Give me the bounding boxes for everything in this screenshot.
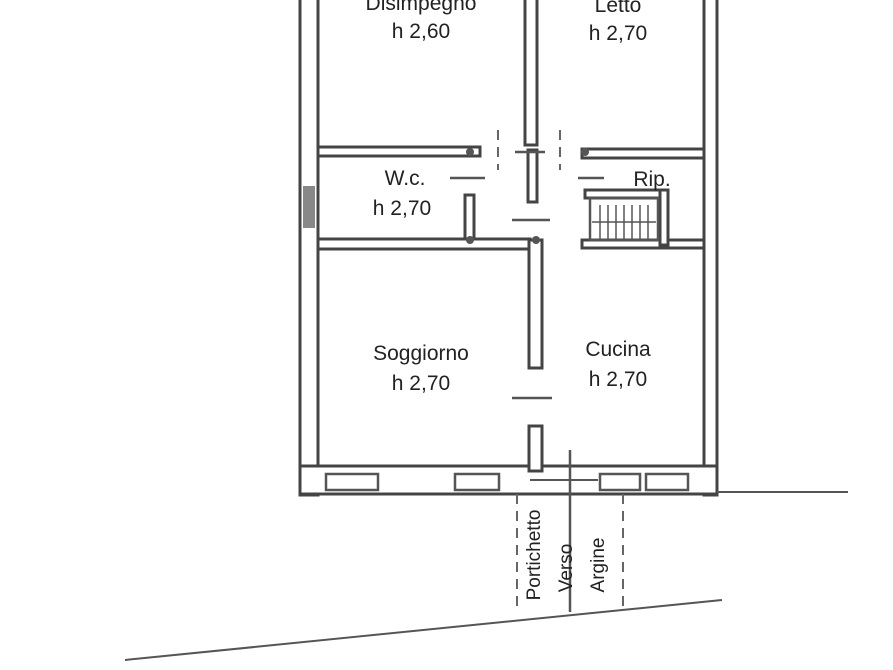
- bottom-windows: [324, 472, 690, 492]
- interior-walls: [316, 0, 706, 473]
- wall-center-middle: [527, 238, 544, 370]
- wall-soggiorno-top: [316, 237, 532, 251]
- door-knob-2: [581, 148, 589, 156]
- outer-wall-left: [298, 0, 320, 497]
- room-name: Cucina: [585, 338, 651, 361]
- window-soggiorno-1: [324, 472, 380, 492]
- direction-label-argine: Argine: [588, 538, 609, 593]
- room-height: h 2,70: [392, 372, 450, 395]
- direction-label-verso: Verso: [556, 544, 577, 593]
- window-soggiorno-2: [453, 472, 501, 492]
- room-rip: Rip.: [633, 168, 670, 191]
- room-height: h 2,70: [589, 22, 647, 45]
- room-name: W.c.: [385, 167, 426, 190]
- wall-rip-right: [658, 188, 670, 247]
- room-height: h 2,70: [373, 197, 431, 220]
- room-name: Disimpegno: [366, 0, 477, 15]
- wall-letto-bottom: [580, 147, 706, 160]
- left-wall-window: [303, 186, 315, 228]
- porch: [516, 450, 624, 612]
- boundary-line: [124, 599, 723, 661]
- outer-wall-right: [702, 0, 719, 497]
- wall-center-bottom: [527, 424, 544, 473]
- door-knob-1: [466, 148, 474, 156]
- window-cucina-2: [644, 472, 690, 492]
- room-cucina: Cucina h 2,70: [585, 338, 651, 391]
- wall-disimpegno-bottom: [316, 145, 482, 158]
- porch-label: Portichetto: [524, 510, 545, 601]
- door-marks: [450, 130, 604, 400]
- room-height: h 2,60: [392, 20, 450, 43]
- door-knob-3: [466, 236, 474, 244]
- door-knob-4: [532, 236, 540, 244]
- room-soggiorno: Soggiorno h 2,70: [373, 342, 469, 395]
- room-name: Letto: [595, 0, 642, 17]
- room-wc: W.c. h 2,70: [373, 167, 431, 220]
- room-letto: Letto h 2,70: [589, 0, 647, 45]
- window-cucina-1: [598, 472, 642, 492]
- room-height: h 2,70: [589, 368, 647, 391]
- room-name: Rip.: [633, 168, 670, 191]
- wall-center-top-stub: [526, 148, 539, 204]
- room-disimpegno: Disimpegno h 2,60: [366, 0, 477, 43]
- wall-center-top: [523, 0, 539, 147]
- room-name: Soggiorno: [373, 342, 469, 365]
- staircase: [588, 196, 660, 242]
